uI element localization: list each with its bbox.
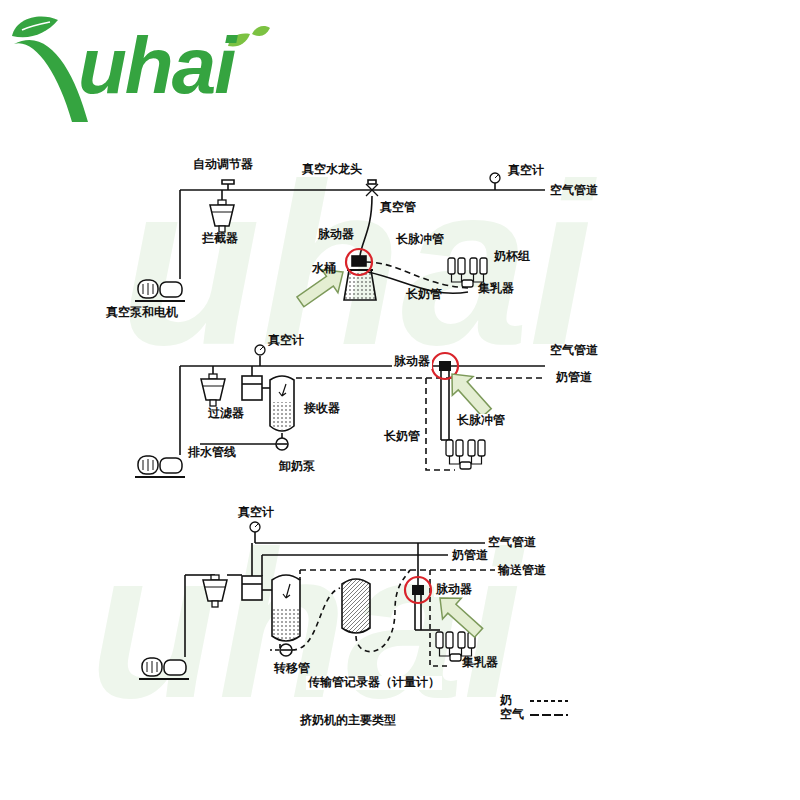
logo-leaf <box>12 17 270 122</box>
part-label: 真空计 <box>238 506 274 520</box>
part-label: 卸奶泵 <box>279 460 315 474</box>
recorder-jar-system <box>185 532 495 666</box>
part-label: 脉动器 <box>318 228 354 242</box>
watermark: uhai <box>90 520 522 730</box>
part-label: 空气管道 <box>488 536 536 550</box>
part-label: 真空水龙头 <box>302 163 362 177</box>
part-label: 真空计 <box>508 164 544 178</box>
part-label: 脉动器 <box>434 583 474 597</box>
part-label: 长脉冲管 <box>396 233 444 247</box>
part-label: 奶杯组 <box>494 250 530 264</box>
pipeline-milker-system <box>180 356 545 470</box>
part-label: 排水管线 <box>186 446 238 460</box>
legend-line-sample <box>526 696 570 706</box>
part-label: 水桶 <box>312 262 336 276</box>
part-label: 过滤器 <box>208 407 244 421</box>
legend-entry: 奶 <box>500 692 570 709</box>
part-label: 长奶管 <box>406 288 442 302</box>
part-label: 拦截器 <box>202 232 238 246</box>
part-label: 长脉冲管 <box>455 414 507 428</box>
legend-text: 空气 <box>500 706 526 723</box>
part-label: 集乳器 <box>478 282 514 296</box>
part-label: 长奶管 <box>384 430 420 444</box>
legend-line-sample <box>526 710 570 720</box>
part-label: 真空管 <box>378 201 418 215</box>
part-label: 真空计 <box>268 334 304 348</box>
part-label: 空气管道 <box>550 184 598 198</box>
part-label: 奶管道 <box>452 549 488 563</box>
part-label: 真空泵和电机 <box>106 306 178 320</box>
part-label: 空气管道 <box>550 344 598 358</box>
bucket-milker-system <box>180 180 545 300</box>
figure-caption: 挤奶机的主要类型 <box>300 712 396 729</box>
part-label: 集乳器 <box>462 656 498 670</box>
brand-logo: uhai <box>78 26 234 106</box>
part-label: 传输管记录器（计量计） <box>306 676 442 690</box>
part-label: 输送管道 <box>498 564 546 578</box>
legend-entry: 空气 <box>500 706 570 723</box>
part-label: 奶管道 <box>556 371 592 385</box>
part-label: 接收器 <box>304 402 340 416</box>
part-label: 脉动器 <box>392 355 432 369</box>
part-label: 转移管 <box>274 662 310 676</box>
part-label: 自动调节器 <box>193 158 253 172</box>
legend-text: 奶 <box>500 692 526 709</box>
